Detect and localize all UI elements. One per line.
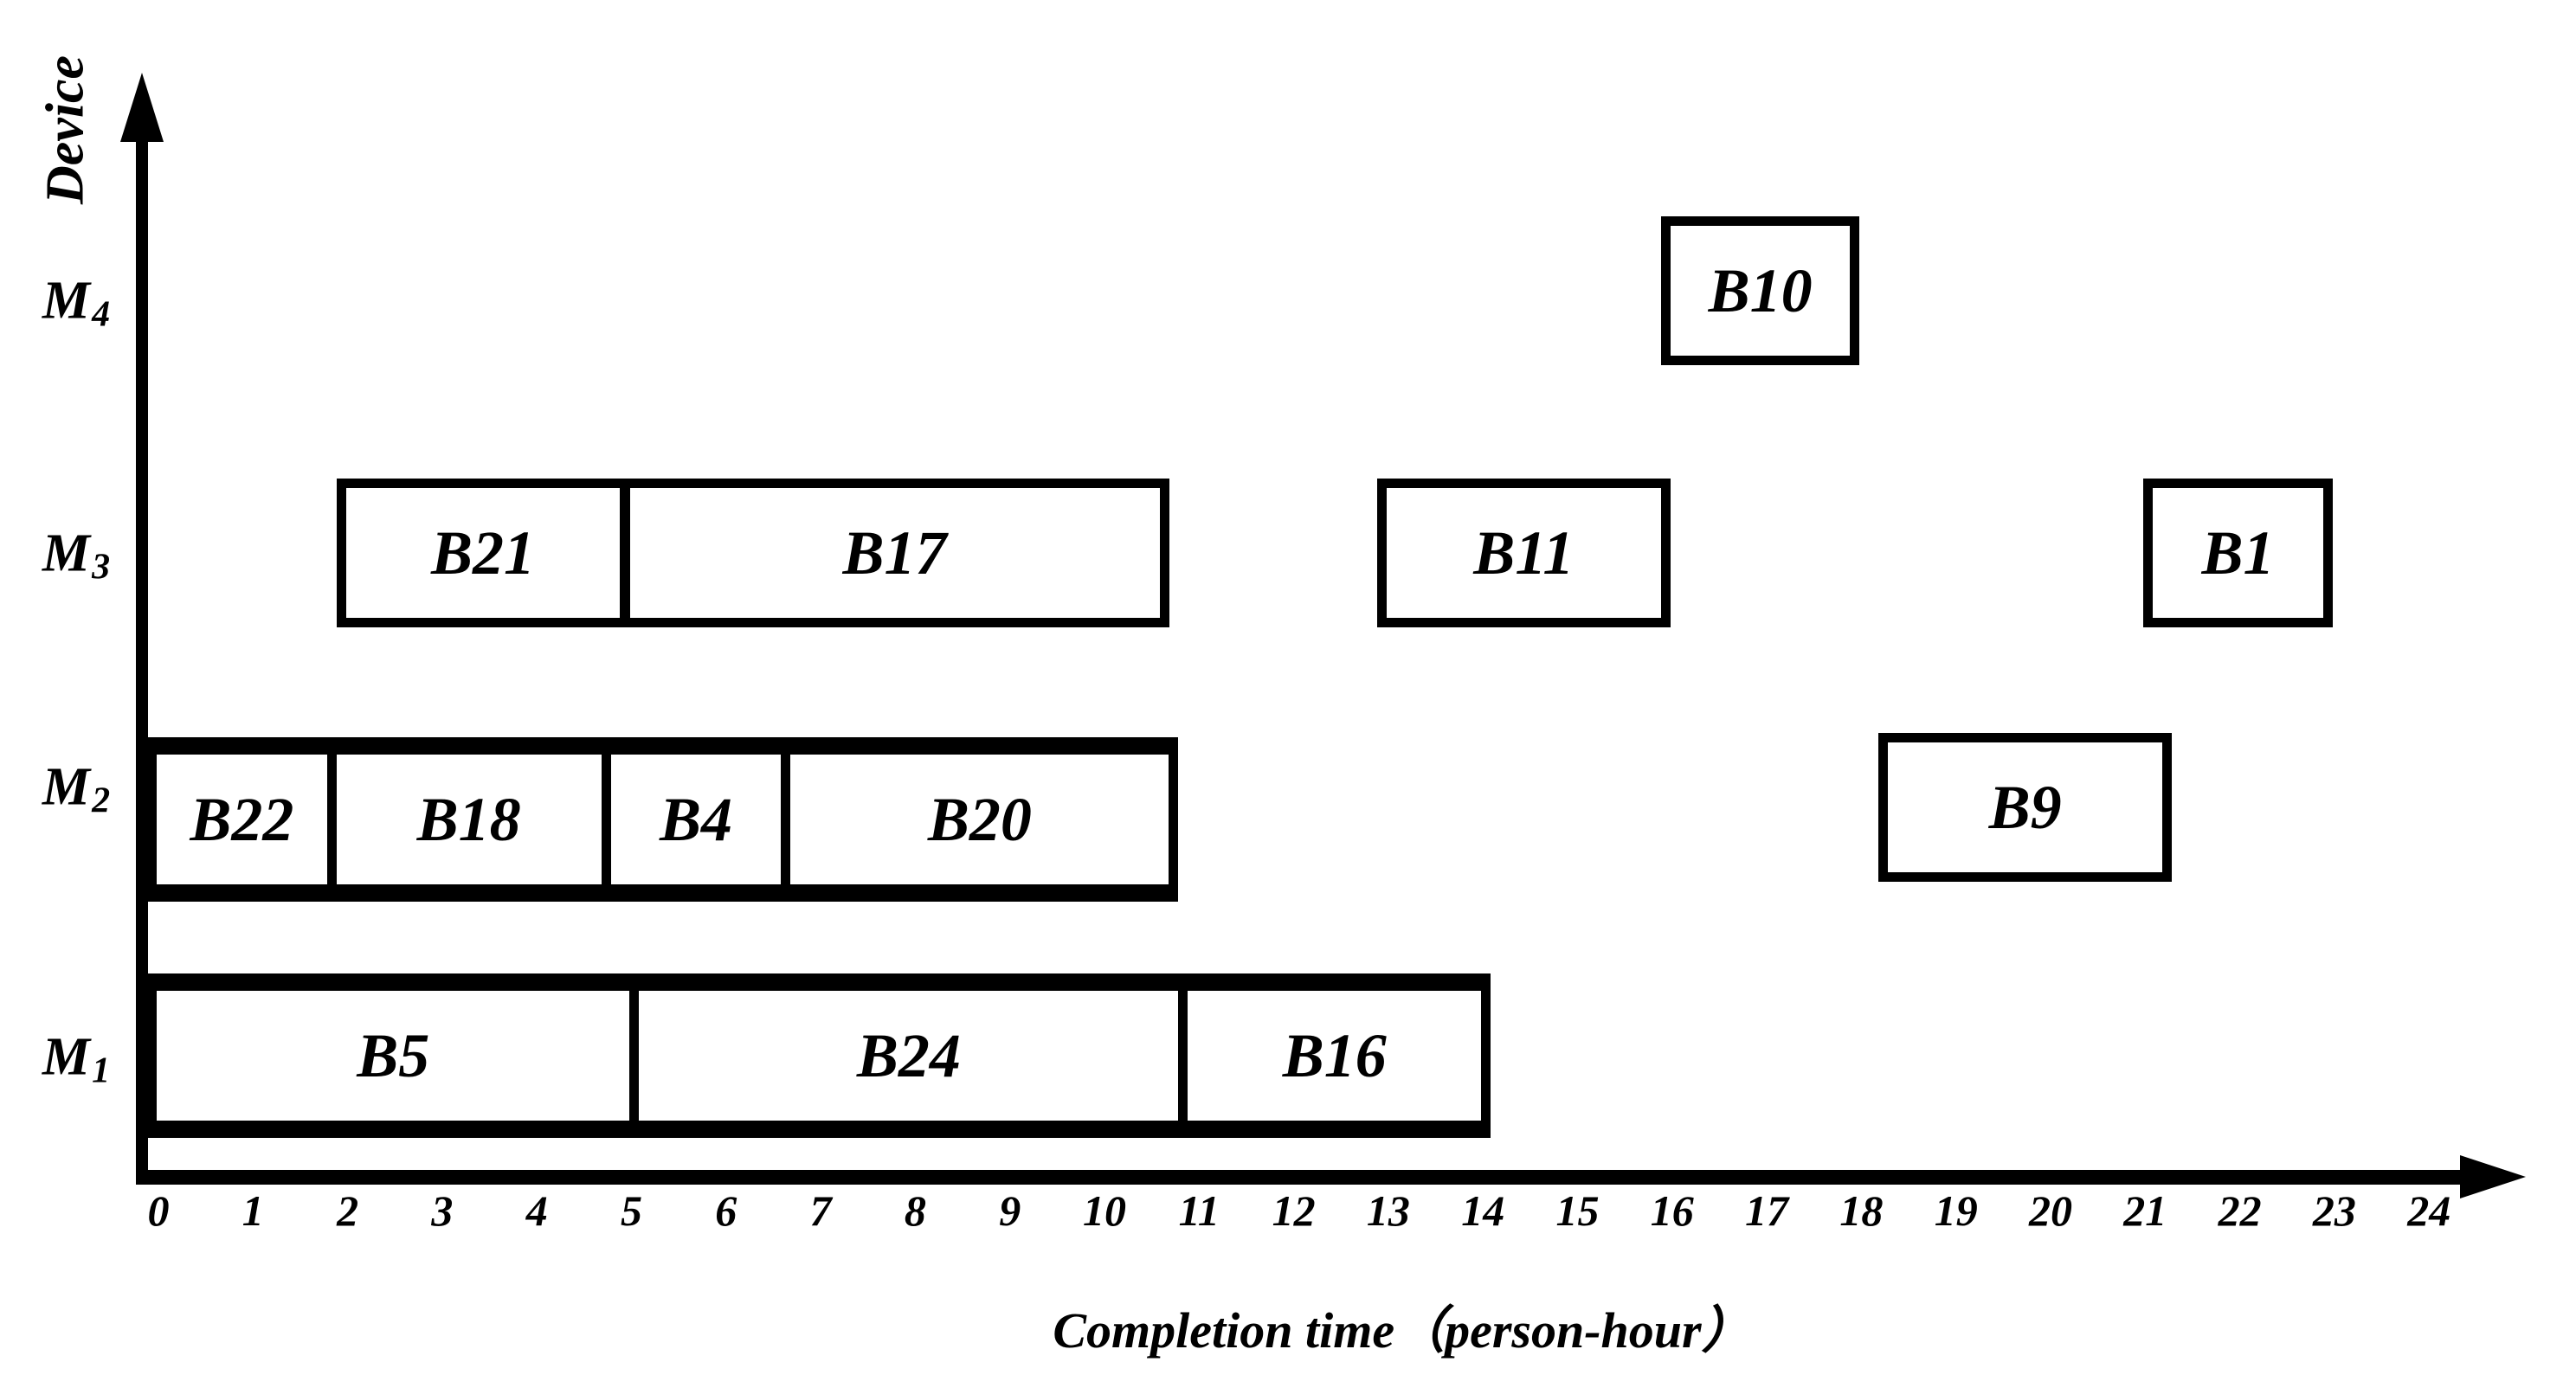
machine-label: M1 — [42, 1027, 111, 1091]
task-box: B9 — [1878, 733, 2173, 882]
x-tick-label: 8 — [904, 1186, 926, 1235]
x-tick-label: 6 — [715, 1186, 737, 1235]
task-label: B10 — [1708, 256, 1813, 325]
task-box: B17 — [620, 479, 1169, 627]
x-tick-label: 21 — [2123, 1186, 2167, 1235]
task-label: B18 — [416, 785, 521, 854]
x-tick-label: 13 — [1366, 1186, 1410, 1235]
task-label: B9 — [1988, 773, 2062, 842]
x-tick-label: 3 — [431, 1186, 454, 1235]
task-label: B4 — [659, 785, 732, 854]
machine-label: M3 — [42, 524, 111, 588]
task-box: B22 — [147, 745, 337, 894]
machine-label-base: M — [42, 524, 91, 583]
x-axis-line — [136, 1170, 2470, 1185]
machine-label-subscript: 3 — [92, 547, 111, 588]
x-tick-label: 17 — [1745, 1186, 1789, 1235]
machine-label: M2 — [42, 757, 111, 821]
task-box: B21 — [336, 479, 630, 627]
machine-label-subscript: 4 — [92, 294, 111, 335]
task-label: B22 — [190, 785, 294, 854]
y-axis-arrowhead — [120, 73, 164, 142]
machine-label-base: M — [42, 1027, 91, 1087]
task-box: B1 — [2143, 479, 2333, 627]
x-tick-label: 4 — [525, 1186, 548, 1235]
task-box: B20 — [781, 745, 1179, 894]
task-label: B5 — [357, 1021, 430, 1090]
task-box: B18 — [326, 745, 611, 894]
task-box: B5 — [147, 981, 640, 1130]
x-tick-label: 0 — [147, 1186, 170, 1235]
x-tick-label: 22 — [2218, 1186, 2262, 1235]
x-tick-label: 20 — [2029, 1186, 2072, 1235]
x-tick-label: 5 — [621, 1186, 642, 1235]
x-tick-label: 1 — [242, 1186, 264, 1235]
x-tick-label: 10 — [1083, 1186, 1126, 1235]
y-axis-title: Device — [35, 55, 95, 205]
task-label: B20 — [927, 785, 1032, 854]
x-axis-title: Completion time（person-hour） — [1053, 1302, 1752, 1359]
x-axis-arrowhead — [2460, 1155, 2526, 1198]
task-label: B17 — [842, 518, 947, 588]
y-axis-line — [136, 121, 148, 1185]
machine-label-subscript: 2 — [92, 781, 111, 821]
x-tick-label: 19 — [1934, 1186, 1978, 1235]
x-tick-label: 9 — [999, 1186, 1021, 1235]
machine-label-subscript: 1 — [92, 1051, 111, 1091]
x-tick-label: 11 — [1178, 1186, 1220, 1235]
x-tick-label: 24 — [2407, 1186, 2451, 1235]
task-label: B24 — [856, 1021, 961, 1090]
task-label: B1 — [2201, 518, 2275, 588]
task-box: B4 — [601, 745, 791, 894]
x-tick-label: 18 — [1839, 1186, 1884, 1235]
task-label: B11 — [1473, 518, 1575, 588]
x-tick-label: 2 — [337, 1186, 359, 1235]
machine-label-base: M — [42, 271, 91, 331]
x-tick-label: 23 — [2312, 1186, 2356, 1235]
x-tick-label: 12 — [1272, 1186, 1316, 1235]
x-tick-label: 7 — [809, 1186, 832, 1235]
task-box: B10 — [1660, 216, 1860, 365]
task-label: B16 — [1282, 1021, 1387, 1090]
x-tick-label: 15 — [1555, 1186, 1600, 1235]
x-tick-label: 16 — [1650, 1186, 1694, 1235]
task-label: B21 — [431, 518, 536, 588]
machine-label: M4 — [42, 271, 111, 335]
machine-label-base: M — [42, 757, 91, 817]
x-tick-label: 14 — [1461, 1186, 1505, 1235]
task-box: B11 — [1376, 479, 1671, 627]
task-box: B24 — [629, 981, 1188, 1130]
task-box: B16 — [1178, 981, 1491, 1130]
